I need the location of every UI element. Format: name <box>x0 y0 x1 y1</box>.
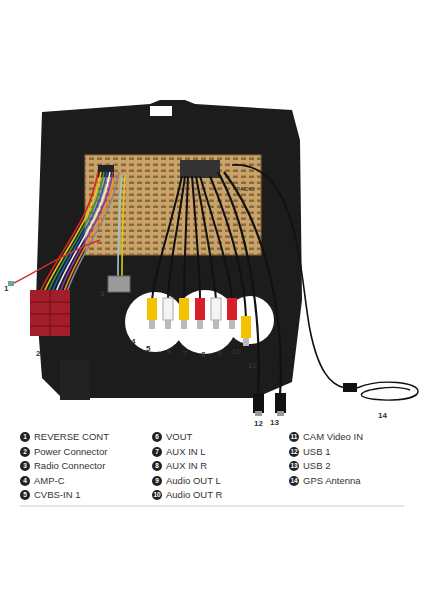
key-text: Audio OUT L <box>166 475 221 487</box>
key-text: AUX IN L <box>166 446 206 458</box>
key-text: USB 1 <box>303 446 330 458</box>
separator-line <box>20 506 404 507</box>
callout-number: 9 <box>218 349 222 358</box>
callout-number: 2 <box>36 349 40 358</box>
key-number: 8 <box>152 461 162 471</box>
gps-ferrite <box>343 383 357 392</box>
callout-number: 4 <box>131 337 135 346</box>
callout-number: 11 <box>248 361 256 370</box>
key-text: VOUT <box>166 431 192 443</box>
callout-number: 6 <box>167 347 171 356</box>
unit-port <box>180 160 220 178</box>
usb-cables <box>218 172 281 395</box>
callout-number: 3 <box>100 289 104 298</box>
key-text: REVERSE CONT <box>34 431 109 443</box>
reverse-wire <box>12 240 100 284</box>
rca-cables <box>152 176 246 318</box>
key-text: CAM Video IN <box>303 431 363 443</box>
callout-number: 1 <box>4 284 8 293</box>
bezel-hole <box>226 296 274 344</box>
bezel-tab <box>150 106 172 116</box>
bezel-frame <box>36 100 302 398</box>
key-number: 4 <box>20 476 30 486</box>
key-text: Power Connector <box>34 446 107 458</box>
key-number: 14 <box>289 476 299 486</box>
callout-number: 10 <box>232 347 241 356</box>
key-number: 1 <box>20 432 30 442</box>
callout-number: 7 <box>183 349 187 358</box>
bezel-bracket <box>60 360 90 400</box>
panel-text: RADIO <box>236 186 255 192</box>
callout-number: 8 <box>201 350 205 359</box>
key-text: AMP-C <box>34 475 65 487</box>
key-number: 13 <box>289 461 299 471</box>
key-number: 9 <box>152 476 162 486</box>
power-connector <box>30 290 70 336</box>
key-number: 3 <box>20 461 30 471</box>
key-text: GPS Antenna <box>303 475 361 487</box>
usb-plugs <box>253 393 286 416</box>
connector-grooves <box>30 290 70 336</box>
callout-number: 5 <box>146 344 150 353</box>
key-number: 7 <box>152 447 162 457</box>
key-number: 10 <box>152 490 162 500</box>
gps-coil <box>357 382 418 400</box>
unit-panel <box>85 155 261 255</box>
wire-tip <box>8 281 14 286</box>
key-text: USB 2 <box>303 460 330 472</box>
callout-number: 14 <box>378 411 387 420</box>
key-number: 6 <box>152 432 162 442</box>
gps-cable <box>232 165 345 388</box>
key-number: 12 <box>289 447 299 457</box>
rca-plugs <box>147 298 251 346</box>
key-number: 5 <box>20 490 30 500</box>
key-text: Audio OUT R <box>166 489 222 501</box>
key-number: 11 <box>289 432 299 442</box>
wire-harness <box>40 172 125 292</box>
key-text: AUX IN R <box>166 460 207 472</box>
key-text: CVBS-IN 1 <box>34 489 80 501</box>
key-text: Radio Connector <box>34 460 105 472</box>
callout-number: 12 <box>254 419 263 428</box>
callout-number: 13 <box>270 418 279 427</box>
radio-connector <box>108 276 130 292</box>
key-number: 2 <box>20 447 30 457</box>
